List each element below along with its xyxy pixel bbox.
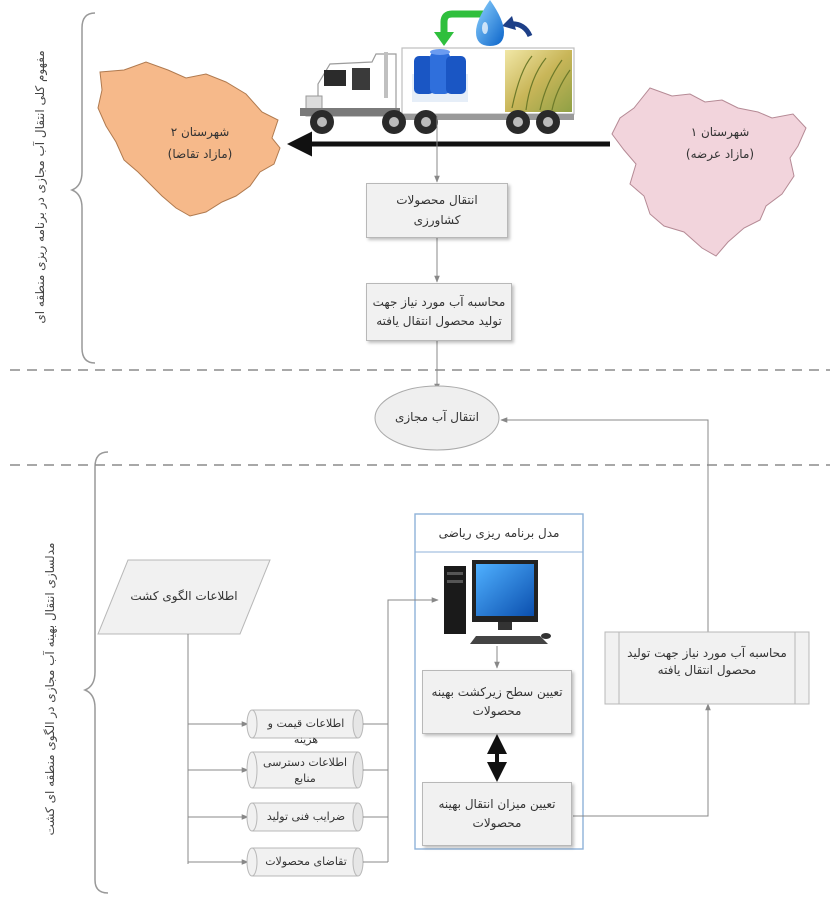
arrow-rightbox-to-virtual xyxy=(500,417,709,632)
recycle-arrowhead-icon xyxy=(434,32,454,46)
truck-icon xyxy=(300,47,575,134)
computer-icon xyxy=(444,560,551,644)
optimal-area-box: تعیین سطح زیرکشت بهینه محصولات xyxy=(422,670,572,734)
input-label-3: ضرایب فنی تولید xyxy=(266,810,346,823)
input-cylinder-2 xyxy=(246,751,364,789)
city1-map-shape xyxy=(611,87,807,257)
right-calc-box xyxy=(604,631,810,705)
water-drop-icon xyxy=(476,0,504,46)
city2-map-shape xyxy=(97,61,281,217)
recycle-arrow-icon xyxy=(440,10,488,34)
right-calc-label: محاسبه آب مورد نیاز جهت تولید محصول انتق… xyxy=(627,646,787,678)
arrow-inputs-to-model xyxy=(363,597,439,725)
drop-arrowhead-icon xyxy=(502,16,516,30)
model-title: مدل برنامه ریزی ریاضی xyxy=(438,526,560,540)
input-label-1: اطلاعات قیمت و هزینه xyxy=(267,717,345,746)
virtual-water-label: انتقال آب مجازی xyxy=(394,410,480,424)
input-label-2: اطلاعات دسترسی منابع xyxy=(262,756,348,785)
top-side-label: مفهوم کلی انتقال آب مجازی در برنامه ریزی… xyxy=(33,50,47,324)
city1-name: شهرستان ۱ xyxy=(690,125,750,139)
input-label-4: تقاضای محصولات xyxy=(265,855,347,868)
city2-role: (مازاد تقاضا) xyxy=(167,147,233,161)
city1-role: (مازاد عرضه) xyxy=(685,147,755,161)
top-brace xyxy=(69,12,96,364)
input-cylinder-3 xyxy=(246,802,364,832)
bottom-side-label: مدلسازی انتقال بهینه آب مجازی در الگوی م… xyxy=(43,542,57,836)
bottom-brace xyxy=(82,451,109,894)
virtual-water-ellipse xyxy=(374,385,500,451)
transfer-products-box: انتقال محصولات کشاورزی xyxy=(366,183,508,238)
water-calc-box: محاسبه آب مورد نیاز جهت تولید محصول انتق… xyxy=(366,283,512,341)
arrow-transfer-to-rightbox xyxy=(573,703,711,817)
city2-name: شهرستان ۲ xyxy=(170,125,230,139)
input-cylinder-4 xyxy=(246,847,364,877)
optimal-transfer-box: تعیین میزان انتقال بهینه محصولات xyxy=(422,782,572,846)
input-cylinder-1 xyxy=(246,709,364,739)
cropping-pattern-shape xyxy=(97,559,271,635)
cropping-pattern-label: اطلاعات الگوی کشت xyxy=(130,589,238,603)
